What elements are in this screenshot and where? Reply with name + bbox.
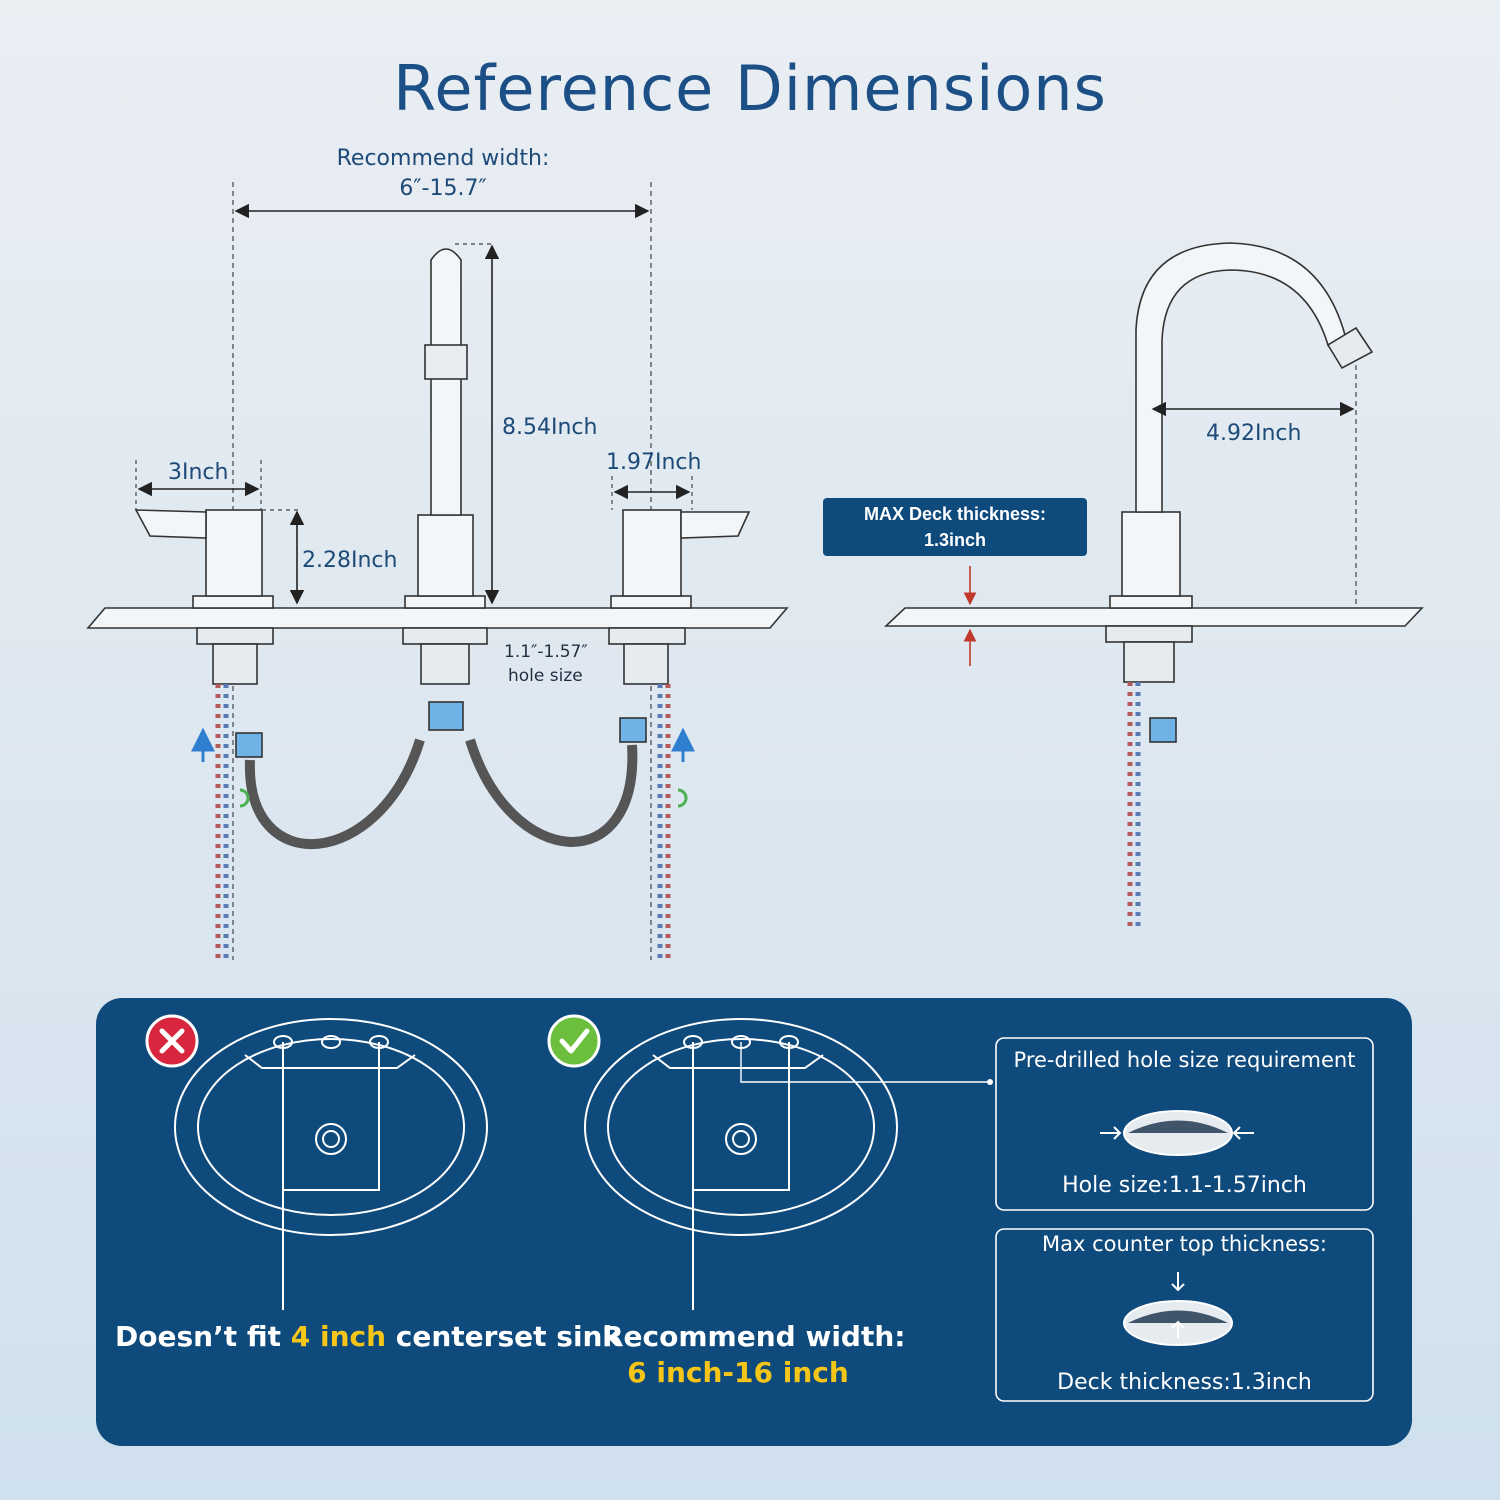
right-caption-line2: 6 inch-16 inch [627,1356,849,1389]
page-title: Reference Dimensions [393,52,1107,125]
wrong-caption: Doesn’t fit 4 inch centerset sink [115,1320,622,1353]
max-deck-badge: MAX Deck thickness: 1.3inch [823,498,1087,556]
rotate-arrow-icon [239,788,250,808]
recommend-width-label: Recommend width: [337,146,550,171]
faucet-diagram: Recommend width: 6″-15.7″ 8.54Inch 3Inch… [86,146,1424,960]
max-deck-value: 1.3inch [923,530,987,550]
faucet-side-view [883,242,1424,926]
handle-height-label: 2.28Inch [302,548,397,573]
base-width-label: 1.97Inch [606,450,701,475]
spout-height-label: 8.54Inch [502,415,597,440]
rotate-arrow-icon [677,788,688,808]
spout-reach-label: 4.92Inch [1206,421,1301,446]
widespread-faucet-front [86,182,789,960]
right-caption-line1: Recommend width: [602,1320,906,1353]
recommend-width-value: 6″-15.7″ [399,176,486,201]
hole-box-value: Hole size:1.1-1.57inch [1062,1173,1307,1198]
thickness-box-value: Deck thickness:1.3inch [1057,1370,1312,1395]
hole-size-label: 1.1″-1.57″ [504,642,588,662]
hole-box-title: Pre-drilled hole size requirement [1013,1048,1356,1072]
hole-size-label-2: hole size [508,666,583,686]
max-deck-label: MAX Deck thickness: [863,504,1047,524]
thickness-box-title: Max counter top thickness: [1042,1232,1327,1256]
handle-width-label: 3Inch [168,460,228,485]
